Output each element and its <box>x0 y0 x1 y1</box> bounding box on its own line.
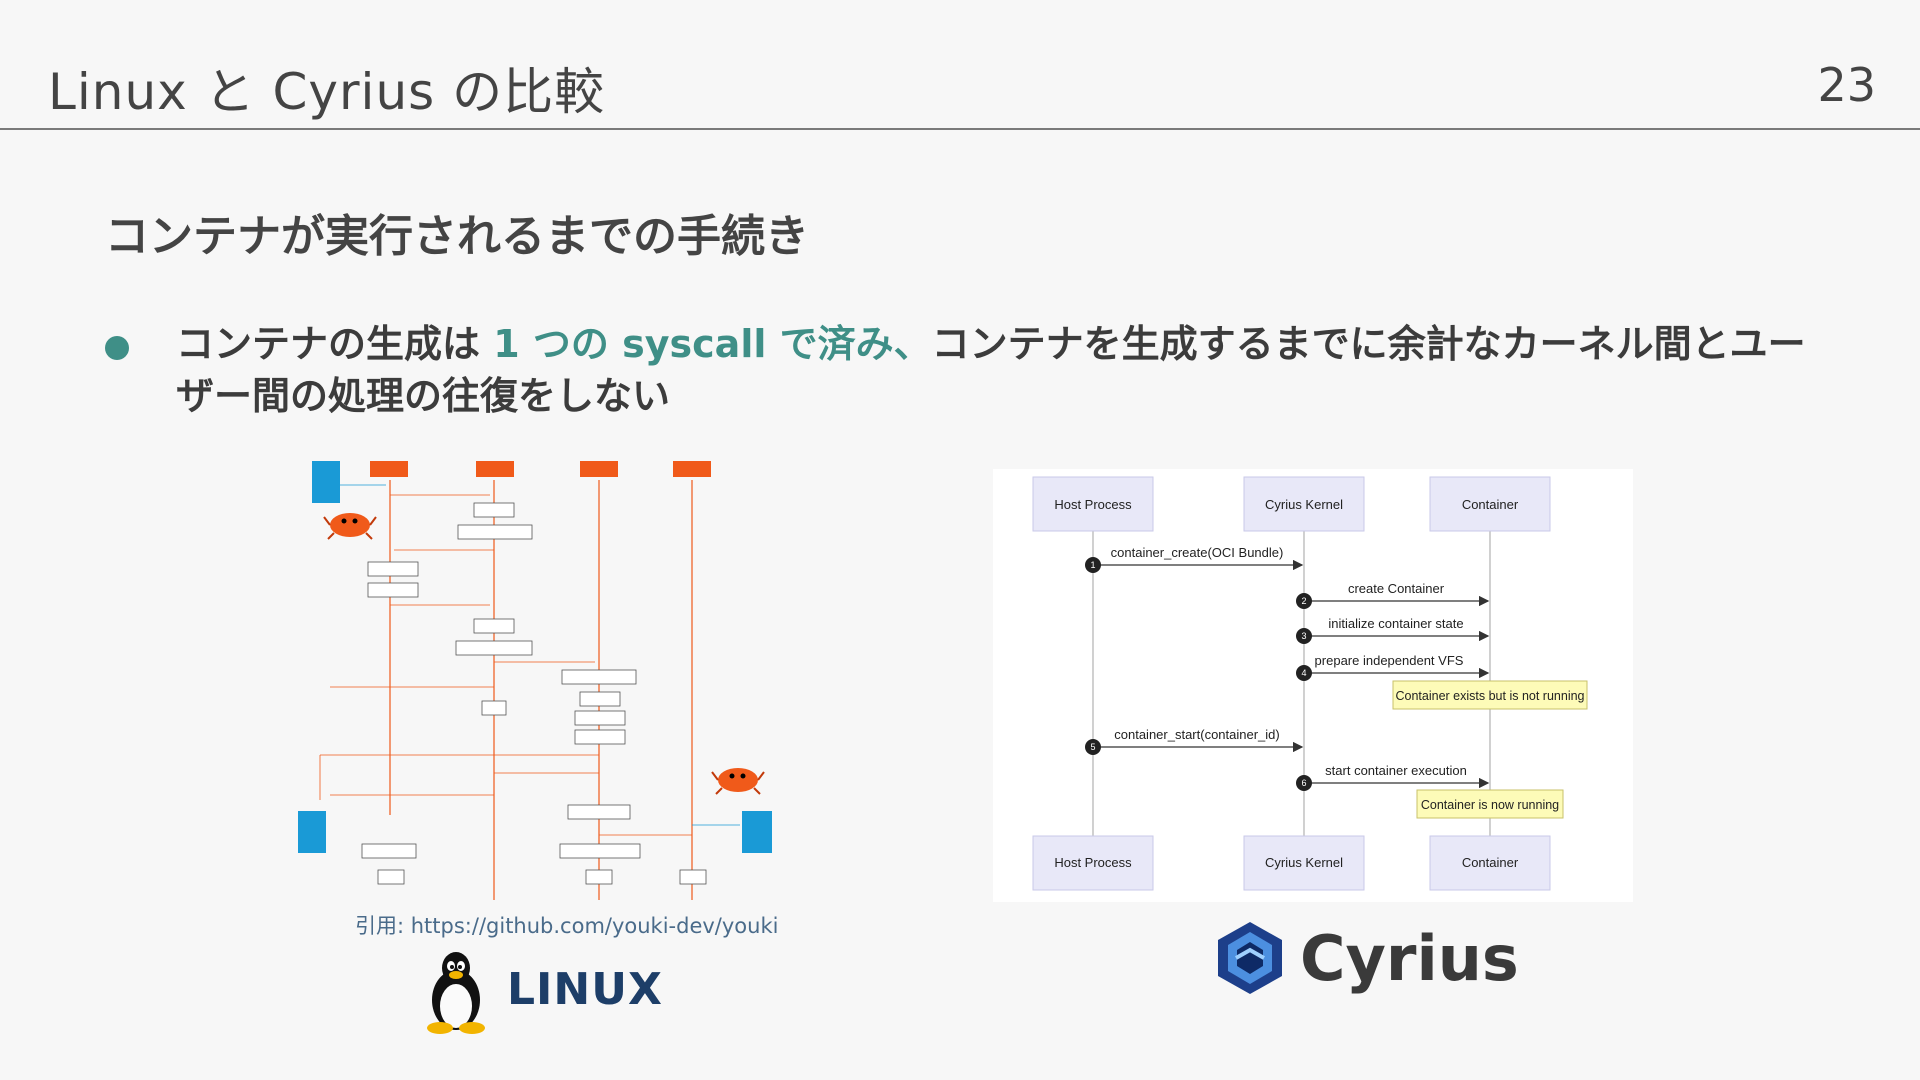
note-text: Container is now running <box>1421 798 1559 812</box>
bullet-highlight: 1 つの syscall で済み、 <box>493 322 932 366</box>
linux-logo-text: LINUX <box>507 964 663 1015</box>
cyrius-sequence-diagram: Host Process Cyrius Kernel Container Hos… <box>993 469 1633 902</box>
linux-participant <box>742 811 772 853</box>
note-text: Container exists but is not running <box>1396 689 1585 703</box>
message-label: start container execution <box>1325 763 1467 778</box>
linux-participant <box>298 811 326 853</box>
cyrius-logo-icon <box>1218 922 1282 994</box>
step-badge: 1 <box>1090 560 1095 570</box>
linux-participant <box>673 461 711 477</box>
participant-kernel-top: Cyrius Kernel <box>1265 497 1343 512</box>
linux-participant <box>476 461 514 477</box>
participant-box: Container <box>1429 835 1551 891</box>
linux-participant <box>312 461 340 503</box>
linux-participant <box>370 461 408 477</box>
participant-container-top: Container <box>1462 497 1519 512</box>
participant-box: Host Process <box>1032 835 1154 891</box>
slide-title: Linux と Cyrius の比較 <box>48 63 606 121</box>
ferris-crab-icon <box>323 513 377 540</box>
message-label: initialize container state <box>1328 616 1463 631</box>
tux-penguin-icon <box>427 952 485 1034</box>
title-divider <box>0 128 1920 130</box>
page-number: 23 <box>1817 58 1876 112</box>
message-label: container_create(OCI Bundle) <box>1111 545 1284 560</box>
participant-host-top: Host Process <box>1054 497 1132 512</box>
message-label: container_start(container_id) <box>1114 727 1279 742</box>
section-heading: コンテナが実行されるまでの手続き <box>105 211 809 262</box>
ferris-crab-icon <box>711 768 765 795</box>
participant-box: Cyrius Kernel <box>1243 835 1365 891</box>
participant-box: Container <box>1429 476 1551 532</box>
step-badge: 3 <box>1301 631 1306 641</box>
participant-container-bottom: Container <box>1462 855 1519 870</box>
step-badge: 4 <box>1301 668 1306 678</box>
bullet-text-part1: コンテナの生成は <box>176 322 481 366</box>
step-badge: 2 <box>1301 596 1306 606</box>
bullet-text-part2: コンテナを生成するまでに余計なカーネル間とユーザー間の処理の往復をしない <box>176 322 1806 418</box>
participant-kernel-bottom: Cyrius Kernel <box>1265 855 1343 870</box>
note-box: Container exists but is not running <box>1392 680 1588 710</box>
bullet-text: コンテナの生成は 1 つの syscall で済み、コンテナを生成するまでに余計… <box>176 318 1816 422</box>
message-label: prepare independent VFS <box>1315 653 1464 668</box>
participant-box: Host Process <box>1032 476 1154 532</box>
participant-host-bottom: Host Process <box>1054 855 1132 870</box>
step-badge: 6 <box>1301 778 1306 788</box>
step-badge: 5 <box>1090 742 1095 752</box>
bullet-marker <box>105 336 129 360</box>
linux-sequence-diagram <box>298 461 772 900</box>
participant-box: Cyrius Kernel <box>1243 476 1365 532</box>
linux-participant <box>580 461 618 477</box>
cyrius-logo-text: Cyrius <box>1300 922 1519 995</box>
source-caption: 引用: https://github.com/youki-dev/youki <box>355 914 779 938</box>
message-label: create Container <box>1348 581 1445 596</box>
note-box: Container is now running <box>1416 789 1564 819</box>
